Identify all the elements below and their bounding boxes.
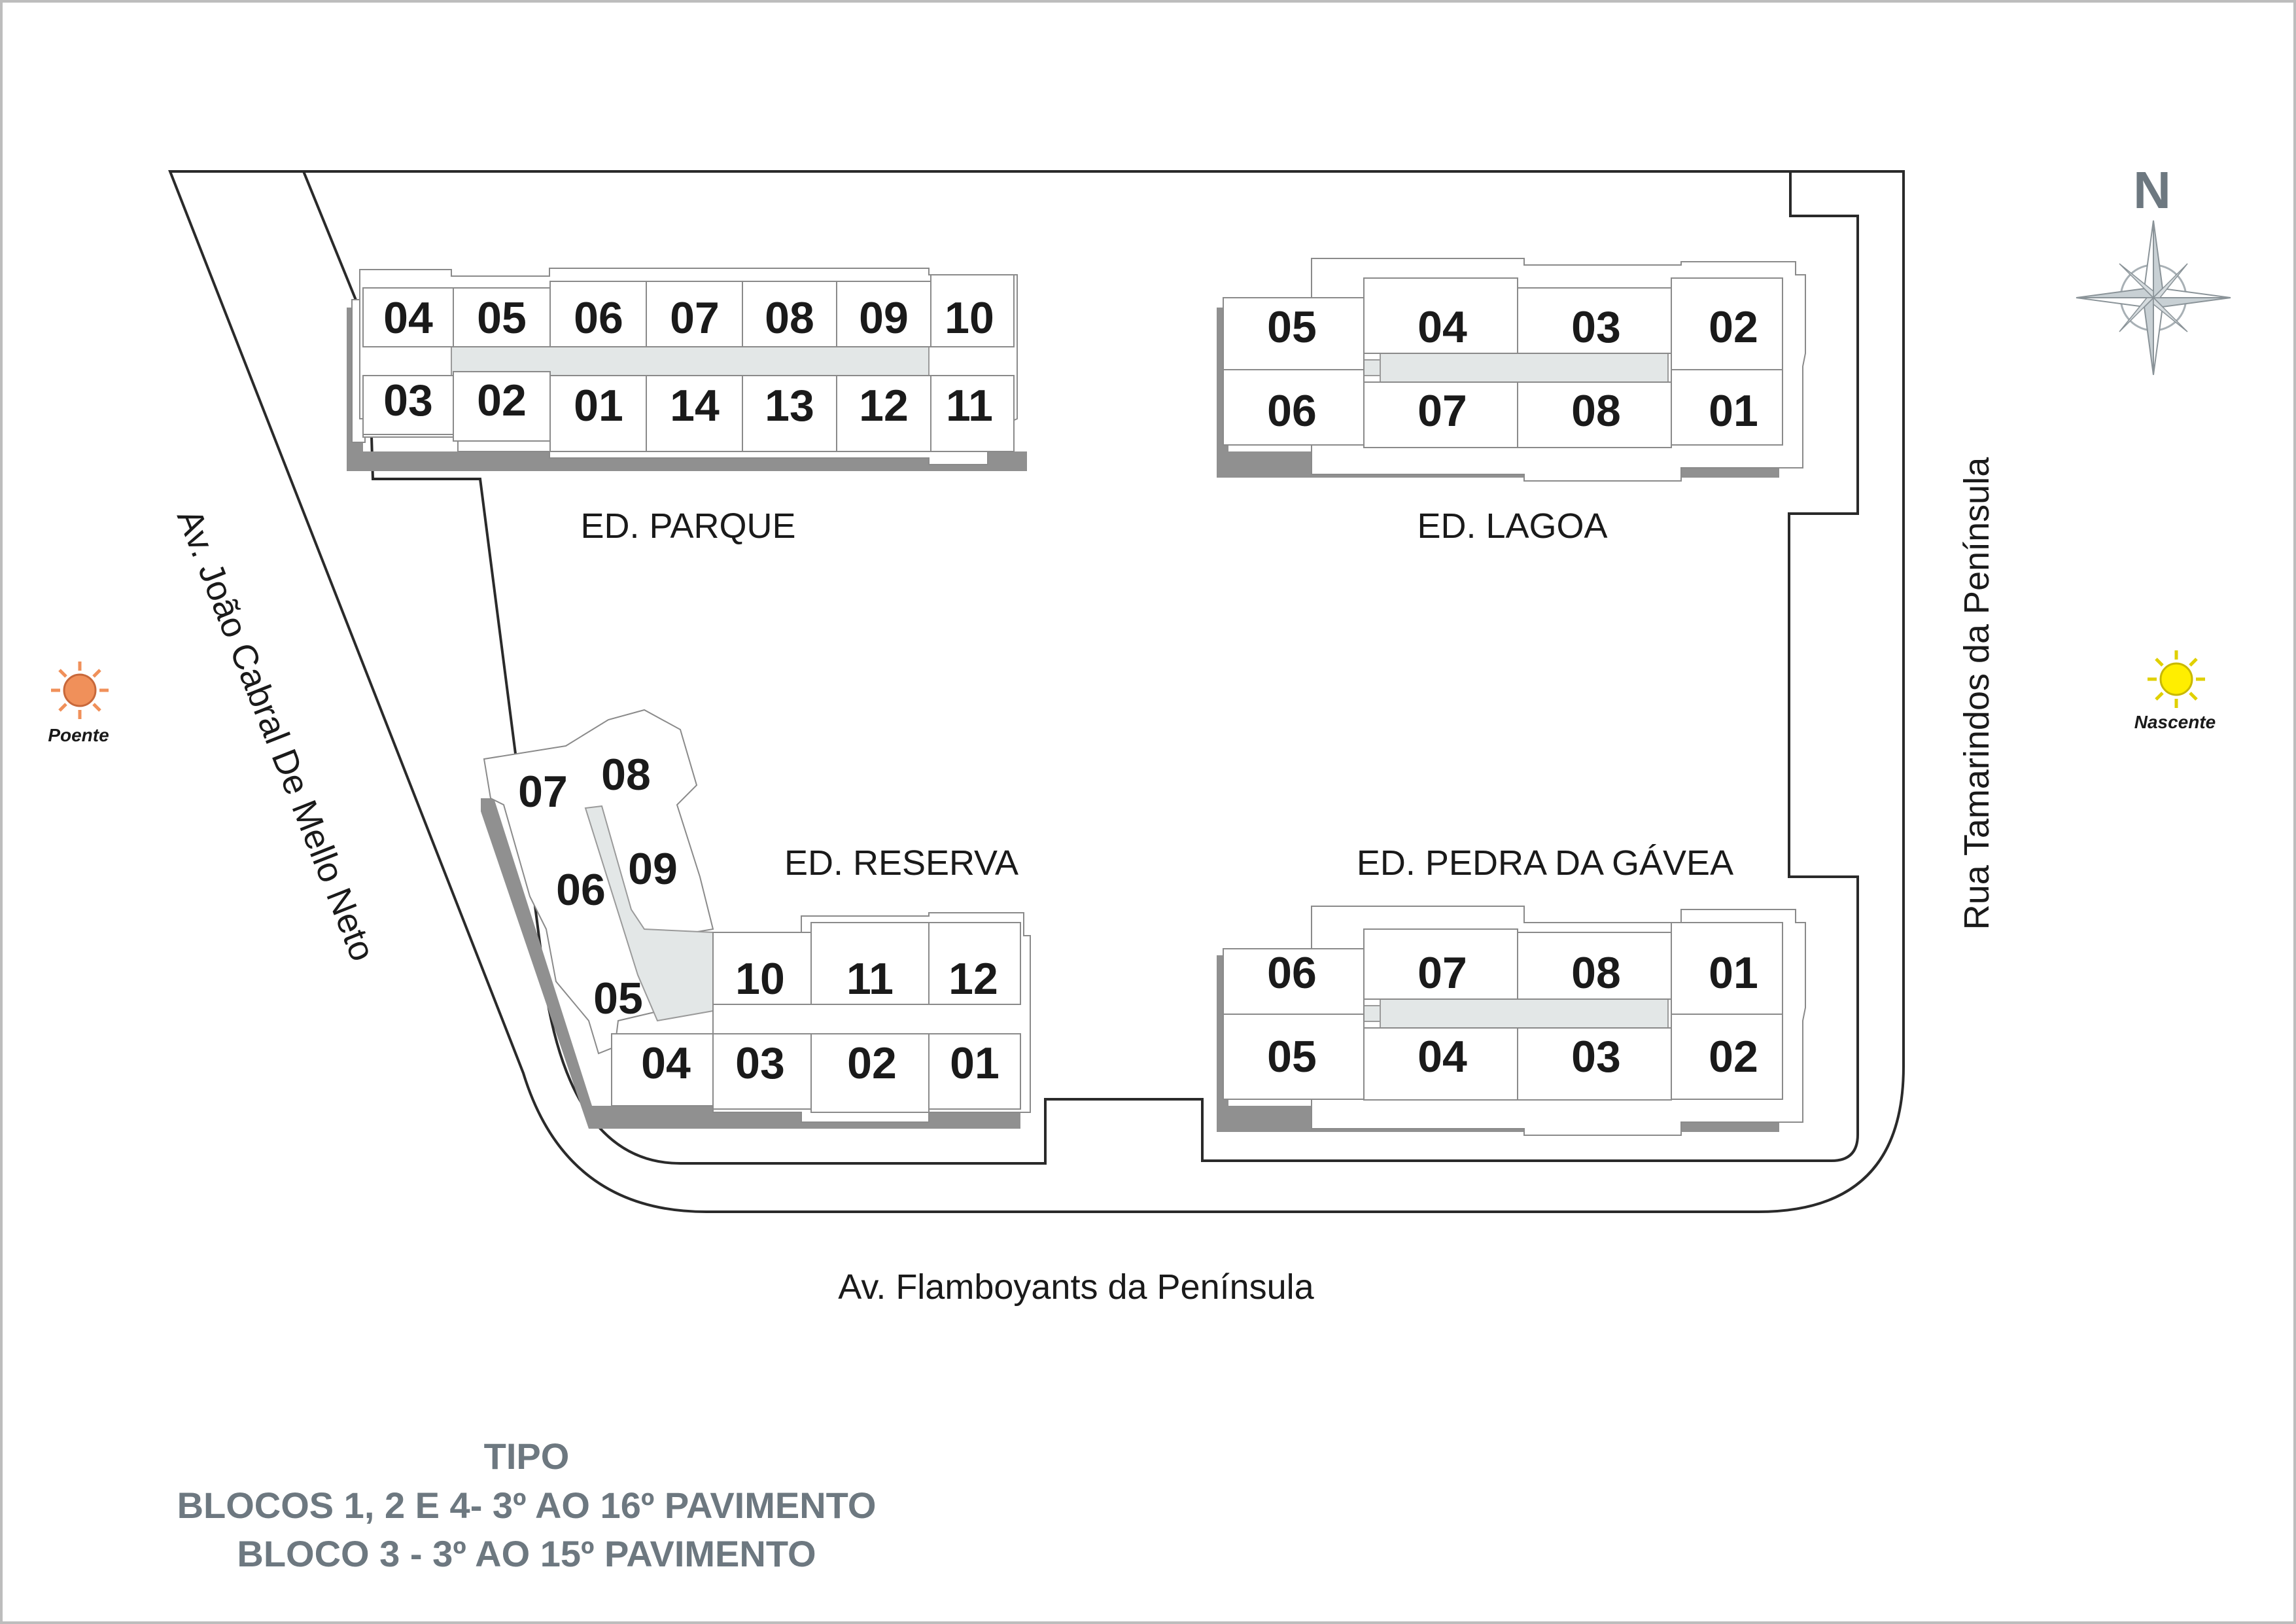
building-pedra-units-bottom: 05 04 03 02 — [1223, 1014, 1783, 1101]
unit-label: 14 — [670, 381, 720, 431]
building-lagoa: 05 04 03 02 06 07 08 01 ED. LAGOA — [1217, 258, 1806, 546]
unit-label: 03 — [1571, 302, 1621, 352]
unit-label: 08 — [1571, 948, 1621, 998]
unit-label: 05 — [1267, 1032, 1317, 1082]
street-label-south: Av. Flamboyants da Península — [838, 1267, 1314, 1307]
caption-line-3: BLOCO 3 - 3º AO 15º PAVIMENTO — [237, 1533, 816, 1574]
sunset-label: Poente — [48, 725, 109, 745]
unit-label: 04 — [1418, 302, 1467, 352]
building-reserva: 07 08 06 09 05 10 11 12 04 03 02 01 ED. … — [481, 709, 1031, 1129]
unit-label: 11 — [846, 954, 894, 1004]
unit-label: 10 — [945, 293, 994, 343]
sunrise-icon — [2148, 650, 2205, 708]
lot-outer-boundary — [168, 170, 1905, 1213]
building-pedra-units-top: 06 07 08 01 — [1223, 922, 1783, 1015]
unit-label: 03 — [1571, 1032, 1621, 1082]
building-name: ED. LAGOA — [1417, 506, 1607, 546]
unit-label: 08 — [601, 750, 651, 800]
unit-label: 02 — [1709, 302, 1758, 352]
unit-label: 06 — [574, 293, 623, 343]
unit-label: 08 — [1571, 386, 1621, 436]
unit-label: 05 — [593, 974, 643, 1023]
building-reserva-units-wing: 07 08 06 09 05 — [518, 750, 678, 1023]
building-pedra-corridor — [1380, 998, 1669, 1029]
unit-label: 03 — [735, 1038, 785, 1088]
unit-label: 06 — [1267, 386, 1317, 436]
unit-label: 08 — [765, 293, 814, 343]
unit-label: 09 — [859, 293, 909, 343]
lot-inner-boundary — [302, 171, 1859, 1165]
unit-label: 09 — [628, 844, 678, 894]
unit-label: 02 — [1709, 1032, 1758, 1082]
unit-label: 04 — [1418, 1032, 1467, 1082]
unit-label: 12 — [948, 954, 998, 1004]
unit-label: 03 — [383, 376, 433, 425]
unit-label: 05 — [477, 293, 527, 343]
unit-label: 04 — [641, 1038, 691, 1088]
building-parque: 04 05 06 07 08 09 10 03 02 01 14 13 12 1… — [347, 268, 1027, 546]
compass-rose-icon — [2076, 220, 2231, 376]
sunrise-label: Nascente — [2134, 712, 2216, 732]
unit-label: 07 — [670, 293, 720, 343]
unit-label: 01 — [574, 381, 623, 431]
unit-label: 02 — [477, 376, 527, 425]
unit-label: 07 — [1418, 948, 1467, 998]
unit-label: 04 — [383, 293, 433, 343]
compass-north-label: N — [2133, 161, 2171, 219]
unit-label: 06 — [1267, 948, 1317, 998]
building-lagoa-units-bottom: 06 07 08 01 — [1223, 369, 1783, 448]
unit-label: 11 — [946, 381, 993, 431]
unit-label: 07 — [518, 767, 568, 817]
unit-label: 01 — [1709, 386, 1758, 436]
building-name: ED. RESERVA — [784, 843, 1018, 883]
building-name: ED. PARQUE — [580, 506, 795, 546]
unit-label: 01 — [950, 1038, 1000, 1088]
unit-label: 12 — [859, 381, 909, 431]
unit-label: 01 — [1709, 948, 1758, 998]
caption-line-1: TIPO — [484, 1436, 570, 1477]
building-parque-units-top: 04 05 06 07 08 09 10 — [362, 274, 1015, 347]
street-label-west: Av. João Cabral De Mello Neto — [169, 504, 383, 966]
unit-label: 05 — [1267, 302, 1317, 352]
caption-line-2: BLOCOS 1, 2 E 4- 3º AO 16º PAVIMENTO — [177, 1485, 877, 1526]
building-name: ED. PEDRA DA GÁVEA — [1357, 843, 1733, 883]
unit-label: 13 — [765, 381, 814, 431]
unit-label: 07 — [1418, 386, 1467, 436]
building-lagoa-corridor — [1380, 353, 1669, 383]
building-parque-units-bottom: 03 02 01 14 13 12 11 — [362, 371, 1015, 452]
building-reserva-units-top: 10 11 12 — [712, 922, 1021, 1005]
unit-label: 10 — [735, 954, 785, 1004]
building-pedra-da-gavea: 06 07 08 01 05 04 03 02 ED. PEDRA DA GÁV… — [1217, 843, 1806, 1136]
sunset-icon — [51, 662, 109, 719]
building-reserva-units-bottom: 04 03 02 01 — [611, 1033, 1021, 1113]
street-label-east: Rua Tamarindos da Península — [1957, 457, 1996, 930]
unit-label: 06 — [556, 865, 606, 915]
floor-caption: TIPO BLOCOS 1, 2 E 4- 3º AO 16º PAVIMENT… — [177, 1436, 877, 1574]
unit-label: 02 — [847, 1038, 897, 1088]
